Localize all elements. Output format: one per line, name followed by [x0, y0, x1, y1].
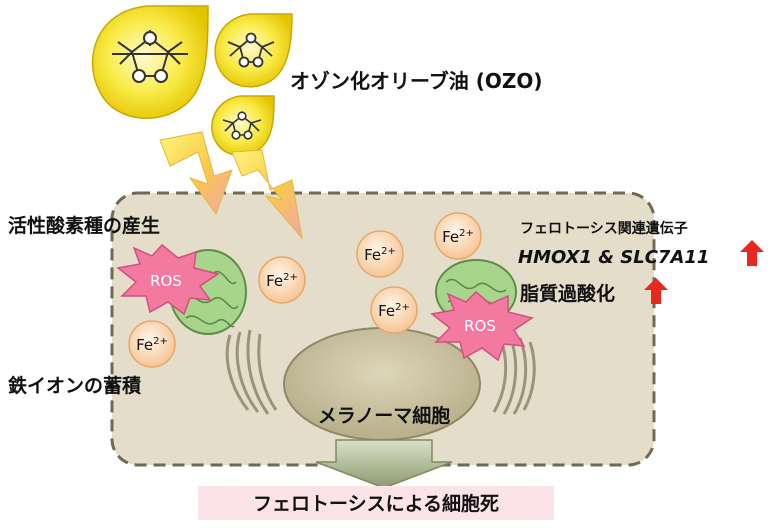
lightning-bolt-icon — [159, 131, 233, 216]
ozone-droplet-small — [211, 95, 275, 157]
iron-ion: Fe2+ — [356, 230, 404, 278]
ozone-droplet-medium — [214, 13, 293, 88]
down-arrow-icon — [315, 439, 453, 489]
fe-symbol: Fe — [266, 272, 283, 290]
lightning-bolt-icon — [231, 149, 303, 240]
ros-burst: ROS — [430, 290, 534, 362]
upregulation-arrow-icon — [644, 278, 668, 304]
iron-accumulation-label: 鉄イオンの蓄積 — [8, 374, 141, 397]
ros-label: ROS — [464, 317, 496, 335]
fe-symbol: Fe — [364, 246, 381, 264]
svg-text:Fe2+: Fe2+ — [378, 302, 410, 320]
svg-text:Fe2+: Fe2+ — [266, 272, 298, 290]
fe-symbol: Fe — [442, 228, 459, 246]
ferroptosis-genes-label: フェロトーシス関連遺伝子 — [520, 220, 688, 237]
lipid-peroxidation-label: 脂質過酸化 — [520, 282, 615, 305]
fe-charge: 2+ — [381, 246, 396, 257]
fe-charge: 2+ — [459, 228, 474, 239]
svg-text:Fe2+: Fe2+ — [442, 228, 474, 246]
golgi-apparatus — [225, 329, 278, 415]
ozo-label: オゾン化オリーブ油 (OZO) — [290, 69, 543, 93]
fe-charge: 2+ — [283, 272, 298, 283]
iron-ion: Fe2+ — [370, 286, 418, 334]
fe-charge: 2+ — [153, 336, 168, 347]
genes-label: HMOX1 & SLC7A11 — [518, 247, 709, 268]
iron-ion: Fe2+ — [258, 256, 306, 304]
fe-symbol: Fe — [136, 336, 153, 354]
fe-charge: 2+ — [395, 302, 410, 313]
fe-symbol: Fe — [378, 302, 395, 320]
svg-text:Fe2+: Fe2+ — [364, 246, 396, 264]
ros-production-label: 活性酸素種の産生 — [8, 214, 160, 237]
iron-ion: Fe2+ — [128, 320, 176, 368]
outcome-box — [198, 486, 554, 520]
ros-label: ROS — [150, 272, 182, 290]
ozone-droplet-large — [91, 5, 209, 119]
ros-burst: ROS — [116, 243, 220, 316]
iron-ion: Fe2+ — [434, 212, 482, 260]
svg-text:Fe2+: Fe2+ — [136, 336, 168, 354]
melanoma-cell-label: メラノーマ細胞 — [318, 404, 451, 427]
outcome-label: フェロトーシスによる細胞死 — [253, 492, 499, 515]
upregulation-arrow-icon — [740, 240, 764, 266]
